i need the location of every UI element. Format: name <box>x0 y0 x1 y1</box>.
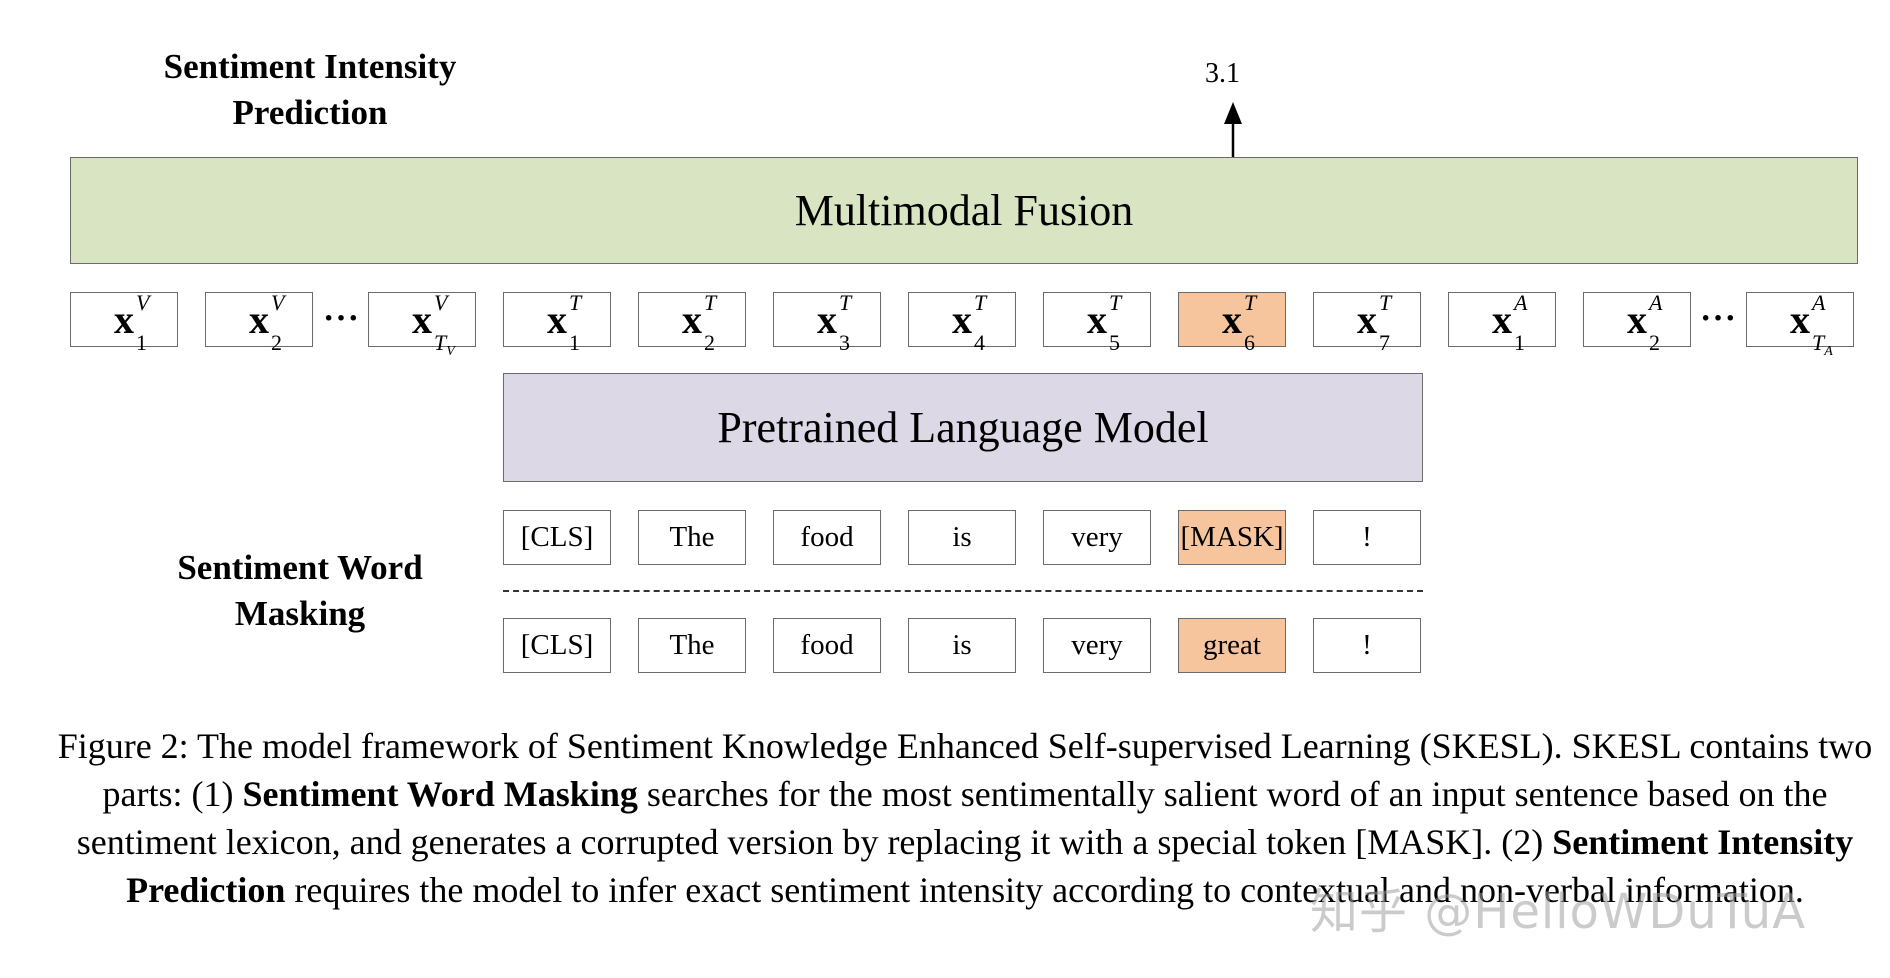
token-index: TA <box>1812 329 1833 359</box>
original-word-token: great <box>1178 618 1286 673</box>
figure-caption: Figure 2: The model framework of Sentime… <box>55 722 1875 914</box>
caption-bold-term: Sentiment Intensity Prediction <box>126 822 1854 910</box>
token-index: 1 <box>1514 329 1525 355</box>
masked-word-token: [CLS] <box>503 510 611 565</box>
dashed-separator <box>503 590 1423 592</box>
token-index: 4 <box>974 329 985 355</box>
sentiment-intensity-prediction-label: Sentiment Intensity Prediction <box>140 44 480 136</box>
token-index: 7 <box>1379 329 1390 355</box>
caption-text: requires the model to infer exact sentim… <box>285 870 1804 910</box>
token-modality: T <box>704 289 717 315</box>
masked-word-token: ! <box>1313 510 1421 565</box>
masked-word-token: is <box>908 510 1016 565</box>
token-modality: V <box>434 289 448 315</box>
output-arrow-icon <box>1224 102 1242 158</box>
original-word-token: is <box>908 618 1016 673</box>
token-index: 2 <box>704 329 715 355</box>
token-index: 1 <box>136 329 147 355</box>
token-index: TV <box>434 329 455 359</box>
token-modality: T <box>1379 289 1392 315</box>
original-word-token: The <box>638 618 746 673</box>
token-modality: V <box>136 289 150 315</box>
caption-text: searches for the most sentimentally sali… <box>76 774 1828 862</box>
token-modality: A <box>1812 289 1826 315</box>
original-word-token: [CLS] <box>503 618 611 673</box>
token-modality: T <box>1109 289 1122 315</box>
masked-word-token: food <box>773 510 881 565</box>
intensity-score: 3.1 <box>1205 58 1240 89</box>
token-modality: T <box>1244 289 1257 315</box>
pretrained-language-model-block: Pretrained Language Model <box>503 373 1423 482</box>
label-line: Sentiment Word <box>177 548 423 587</box>
label-line: Prediction <box>232 93 388 132</box>
multimodal-fusion-block: Multimodal Fusion <box>70 157 1858 264</box>
token-modality: V <box>271 289 285 315</box>
label-line: Masking <box>234 594 366 633</box>
original-word-token: very <box>1043 618 1151 673</box>
token-modality: A <box>1649 289 1663 315</box>
original-word-token: food <box>773 618 881 673</box>
token-index: 2 <box>1649 329 1660 355</box>
token-modality: T <box>974 289 987 315</box>
acoustic-ellipsis: ··· <box>1700 300 1738 337</box>
original-word-token: ! <box>1313 618 1421 673</box>
token-index: 3 <box>839 329 850 355</box>
visual-ellipsis: ··· <box>323 300 361 337</box>
masked-word-token: very <box>1043 510 1151 565</box>
token-index: 6 <box>1244 329 1255 355</box>
caption-text: Figure 2: The model framework of Sentime… <box>57 726 1873 814</box>
token-modality: A <box>1514 289 1528 315</box>
label-line: Sentiment Intensity <box>163 47 457 86</box>
watermark: 知乎 @HelloWDuTuA <box>1310 884 1807 940</box>
masked-word-token: The <box>638 510 746 565</box>
masked-word-token: [MASK] <box>1178 510 1286 565</box>
token-index: 5 <box>1109 329 1120 355</box>
caption-bold-term: Sentiment Word Masking <box>242 774 638 814</box>
token-modality: T <box>839 289 852 315</box>
token-index: 1 <box>569 329 580 355</box>
token-index: 2 <box>271 329 282 355</box>
sentiment-word-masking-label: Sentiment Word Masking <box>140 545 460 637</box>
token-modality: T <box>569 289 582 315</box>
